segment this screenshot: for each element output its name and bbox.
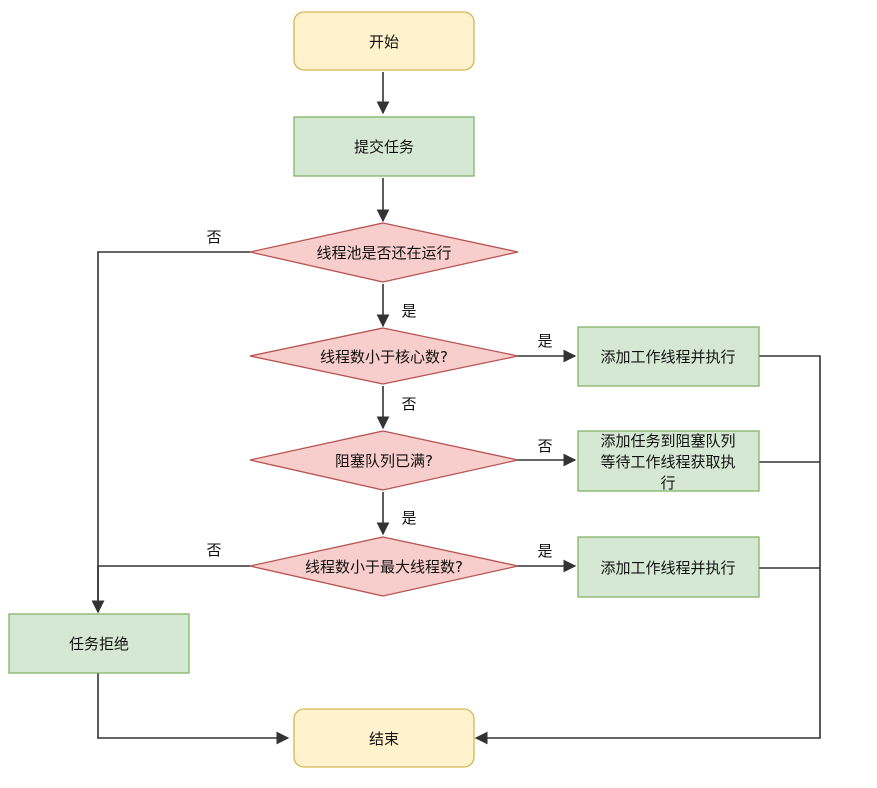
edge-pool-reject: [91, 251, 250, 614]
edge-reject-end: [97, 673, 290, 745]
edges: [91, 72, 821, 745]
node-enqueue-label-line3: 行: [660, 474, 675, 492]
node-less-core-label: 线程数小于核心数?: [320, 348, 448, 366]
label-pool-no: 否: [206, 228, 221, 246]
label-core-no: 否: [401, 395, 416, 413]
node-end: 结束: [293, 708, 475, 768]
node-reject: 任务拒绝: [8, 613, 190, 674]
node-less-core: 线程数小于核心数?: [249, 327, 519, 385]
label-max-yes: 是: [537, 542, 552, 560]
node-less-max-label: 线程数小于最大线程数?: [305, 558, 463, 576]
node-less-max: 线程数小于最大线程数?: [249, 536, 519, 597]
node-start: 开始: [293, 11, 475, 71]
node-pool-running: 线程池是否还在运行: [249, 222, 519, 283]
node-enqueue-label-line2: 等待工作线程获取执: [600, 453, 735, 471]
node-queue-full: 阻塞队列已满?: [249, 430, 519, 491]
node-reject-label: 任务拒绝: [69, 635, 129, 653]
edge-labels: 否 是 是 否 否 是 否 是: [206, 228, 552, 560]
node-submit: 提交任务: [293, 116, 475, 177]
node-start-label: 开始: [369, 33, 399, 51]
edge-addworker1-end: [474, 355, 821, 745]
node-add-worker-1: 添加工作线程并执行: [577, 326, 760, 387]
label-queue-yes: 是: [401, 509, 416, 527]
node-enqueue: 添加任务到阻塞队列 等待工作线程获取执 行: [577, 430, 760, 492]
edge-max-reject: [91, 565, 250, 614]
node-submit-label: 提交任务: [354, 138, 414, 156]
node-add-worker-2-label: 添加工作线程并执行: [600, 559, 735, 577]
node-enqueue-label-line1: 添加任务到阻塞队列: [600, 432, 735, 450]
label-core-yes: 是: [537, 332, 552, 350]
node-end-label: 结束: [369, 730, 399, 748]
label-pool-yes: 是: [401, 302, 416, 320]
node-queue-full-label: 阻塞队列已满?: [335, 452, 433, 470]
node-add-worker-1-label: 添加工作线程并执行: [600, 348, 735, 366]
label-max-no: 否: [206, 541, 221, 559]
node-pool-running-label: 线程池是否还在运行: [316, 244, 451, 262]
label-queue-no: 否: [537, 437, 552, 455]
node-add-worker-2: 添加工作线程并执行: [577, 536, 760, 598]
